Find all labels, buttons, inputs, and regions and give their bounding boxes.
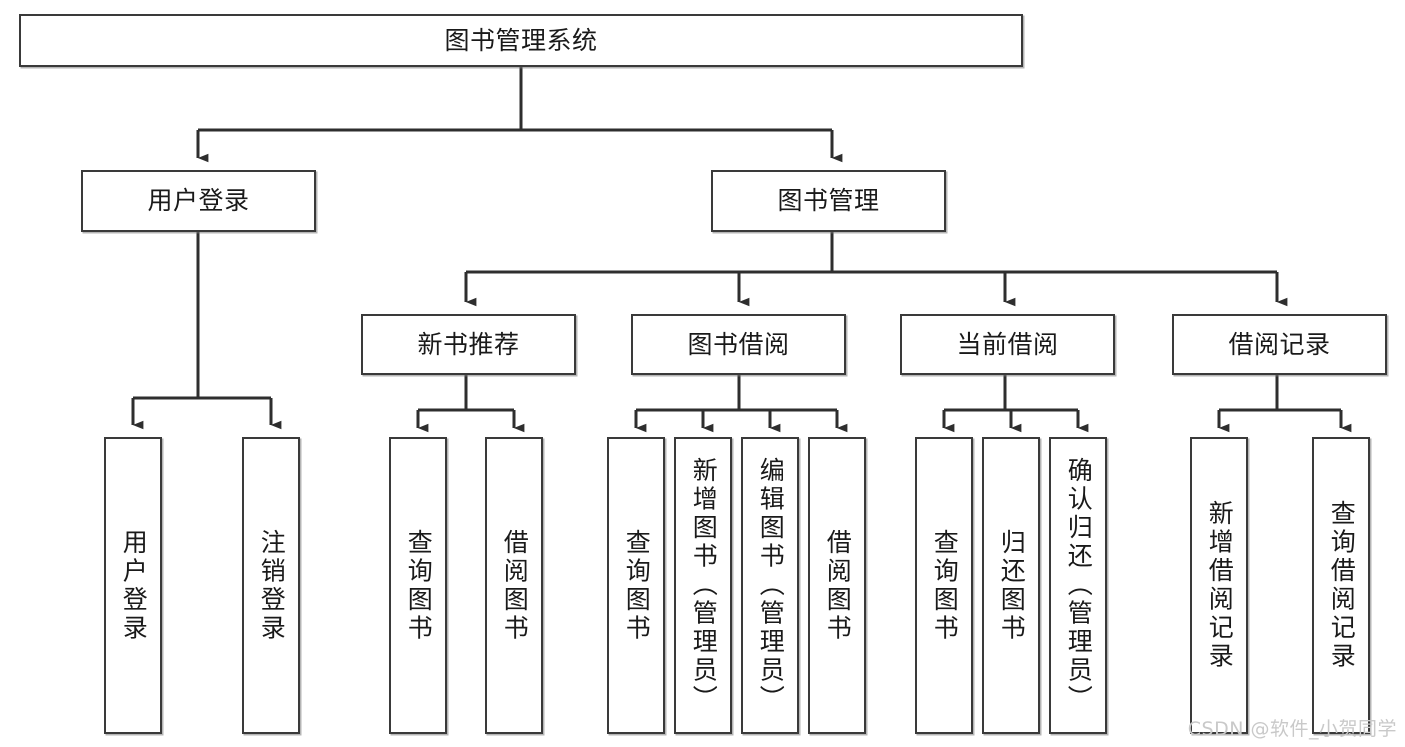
node-label: 新增借阅记录	[1205, 500, 1235, 671]
node-borrow-records[interactable]: 借阅记录	[1172, 314, 1387, 375]
node-label: 用户登录	[119, 528, 149, 643]
leaf-query-book-current[interactable]: 查询图书	[915, 437, 973, 734]
node-root-system[interactable]: 图书管理系统	[19, 14, 1023, 67]
leaf-query-book-recommend[interactable]: 查询图书	[389, 437, 447, 734]
leaf-borrow-book[interactable]: 借阅图书	[808, 437, 866, 734]
node-label: 确认归还（管理员）	[1064, 457, 1094, 714]
node-user-login[interactable]: 用户登录	[81, 170, 316, 232]
node-label: 查询图书	[404, 528, 434, 643]
node-label: 图书借阅	[687, 329, 790, 359]
node-label: 归还图书	[997, 528, 1027, 643]
node-label: 借阅图书	[823, 528, 853, 643]
node-label: 图书管理	[777, 186, 880, 216]
leaf-confirm-return-admin[interactable]: 确认归还（管理员）	[1049, 437, 1107, 734]
node-label: 查询图书	[622, 528, 652, 643]
leaf-edit-book-admin[interactable]: 编辑图书（管理员）	[741, 437, 799, 734]
leaf-user-login[interactable]: 用户登录	[104, 437, 162, 734]
node-label: 当前借阅	[956, 329, 1059, 359]
node-book-borrow[interactable]: 图书借阅	[631, 314, 846, 375]
node-label: 图书管理系统	[444, 25, 598, 55]
node-label: 新书推荐	[417, 329, 520, 359]
leaf-logout[interactable]: 注销登录	[242, 437, 300, 734]
node-book-management[interactable]: 图书管理	[711, 170, 946, 232]
leaf-query-book-borrow[interactable]: 查询图书	[607, 437, 665, 734]
leaf-return-book[interactable]: 归还图书	[982, 437, 1040, 734]
leaf-add-borrow-record[interactable]: 新增借阅记录	[1190, 437, 1248, 734]
node-label: 新增图书（管理员）	[689, 457, 719, 714]
node-label: 用户登录	[147, 186, 250, 216]
csdn-watermark: CSDN @软件_小贺同学	[1187, 718, 1397, 740]
leaf-query-borrow-record[interactable]: 查询借阅记录	[1312, 437, 1370, 734]
node-label: 编辑图书（管理员）	[756, 457, 786, 714]
node-label: 借阅记录	[1228, 329, 1331, 359]
node-label: 注销登录	[257, 528, 287, 643]
leaf-borrow-book-recommend[interactable]: 借阅图书	[485, 437, 543, 734]
node-label: 查询图书	[930, 528, 960, 643]
leaf-add-book-admin[interactable]: 新增图书（管理员）	[674, 437, 732, 734]
node-new-book-recommend[interactable]: 新书推荐	[361, 314, 576, 375]
node-label: 借阅图书	[500, 528, 530, 643]
node-label: 查询借阅记录	[1327, 500, 1357, 671]
node-current-borrow[interactable]: 当前借阅	[900, 314, 1115, 375]
